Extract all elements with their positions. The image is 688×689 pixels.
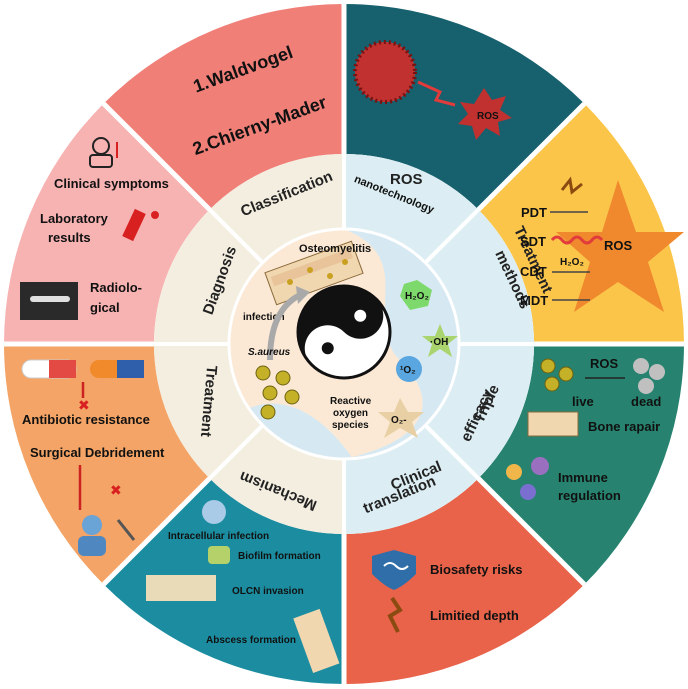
sdt-label: SDT <box>520 234 546 249</box>
capsule-white-icon <box>21 359 77 379</box>
lab-label-1: Laboratory <box>40 211 109 226</box>
radiological-label-2: gical <box>90 300 120 315</box>
immune-label-1: Immune <box>558 470 608 485</box>
infection-label: infection <box>243 312 285 323</box>
surgical-label: Surgical Debridement <box>30 445 165 460</box>
ring-label-treatment-left: Treatment <box>197 365 220 438</box>
cdt-label: CDT <box>520 264 547 279</box>
biosafety-label: Biosafety risks <box>430 562 523 577</box>
svg-text:ROS: ROS <box>477 111 499 122</box>
mdt-label: MDT <box>520 293 548 308</box>
immune-cells-icon <box>506 457 549 500</box>
ultrasound-icon <box>550 235 604 245</box>
bone-repair-icon <box>527 411 579 437</box>
clinical-symptoms-label: Clinical symptoms <box>54 176 169 191</box>
shield-icon <box>372 550 416 590</box>
saureus-label: S.aureus <box>248 347 291 358</box>
sector-treatment <box>4 344 210 585</box>
sector-triple-efficacy <box>478 344 684 585</box>
abscess-label: Abscess formation <box>206 635 296 646</box>
biofilm-label: Biofilm formation <box>238 551 321 562</box>
superoxide-badge: O₂- <box>378 398 424 438</box>
ros-label-2: oxygen <box>333 408 368 419</box>
ros-label-3: species <box>332 420 369 431</box>
abscess-bone-icon <box>293 608 340 673</box>
ring-label-ros: ROS <box>390 171 423 188</box>
intracellular-cell-icon <box>202 500 226 524</box>
biofilm-icon <box>208 546 230 564</box>
ros-label-1: Reactive <box>330 396 372 407</box>
live-label: live <box>572 394 594 409</box>
singlet-oxygen-badge: ¹O₂ <box>396 356 422 382</box>
osteomyelitis-bone-icon <box>264 240 364 306</box>
test-tube-icon <box>122 208 159 242</box>
h2o2-badge: H₂O₂ <box>400 280 432 310</box>
sector-classification <box>103 4 344 210</box>
ros-burst-icon: ROS <box>458 88 512 140</box>
x-mark-icon-2: ✖ <box>110 482 122 498</box>
capsule-orange-icon <box>90 360 144 378</box>
lab-label-2: results <box>48 230 91 245</box>
x-mark-icon: ✖ <box>78 397 90 413</box>
svg-text:¹O₂: ¹O₂ <box>400 365 416 376</box>
olcn-label: OLCN invasion <box>232 586 304 597</box>
oh-badge: ·OH <box>422 324 458 357</box>
lightning-arrow-icon <box>417 80 456 107</box>
svg-text:O₂-: O₂- <box>391 415 407 426</box>
bone-repair-label: Bone rapair <box>588 419 660 434</box>
depth-lightning-icon <box>387 596 403 633</box>
cdt-h2o2: H₂O₂ <box>560 257 584 268</box>
light-icon <box>560 176 583 195</box>
svg-text:·OH: ·OH <box>430 337 448 348</box>
svg-text:H₂O₂: H₂O₂ <box>405 291 429 302</box>
dead-bacteria-icon <box>633 358 665 394</box>
limited-depth-label: Limitied depth <box>430 608 519 623</box>
live-bacteria-icon <box>540 358 574 392</box>
sector-clinical-translation <box>344 478 585 684</box>
pdt-label: PDT <box>521 205 547 220</box>
ros-arrow-label: ROS <box>590 356 619 371</box>
surgeon-icon <box>78 515 106 556</box>
infection-arrow <box>267 292 302 361</box>
dead-label: dead <box>631 394 661 409</box>
ros-star-label: ROS <box>604 238 633 253</box>
olcn-icon <box>146 575 216 601</box>
sector-mechanism <box>103 478 344 684</box>
ros-star-icon <box>556 180 684 312</box>
intracellular-label: Intracellular infection <box>168 531 269 542</box>
doctor-icon <box>89 137 118 168</box>
osteomyelitis-label: Osteomyelitis <box>299 243 371 255</box>
immune-label-2: regulation <box>558 488 621 503</box>
radiological-label-1: Radiolo- <box>90 280 142 295</box>
scalpel-icon <box>116 519 136 541</box>
yin-yang-icon <box>296 284 392 380</box>
nanoparticle-icon <box>353 40 417 104</box>
saureus-bacteria-icon <box>255 365 300 420</box>
antibiotic-label: Antibiotic resistance <box>22 412 150 427</box>
